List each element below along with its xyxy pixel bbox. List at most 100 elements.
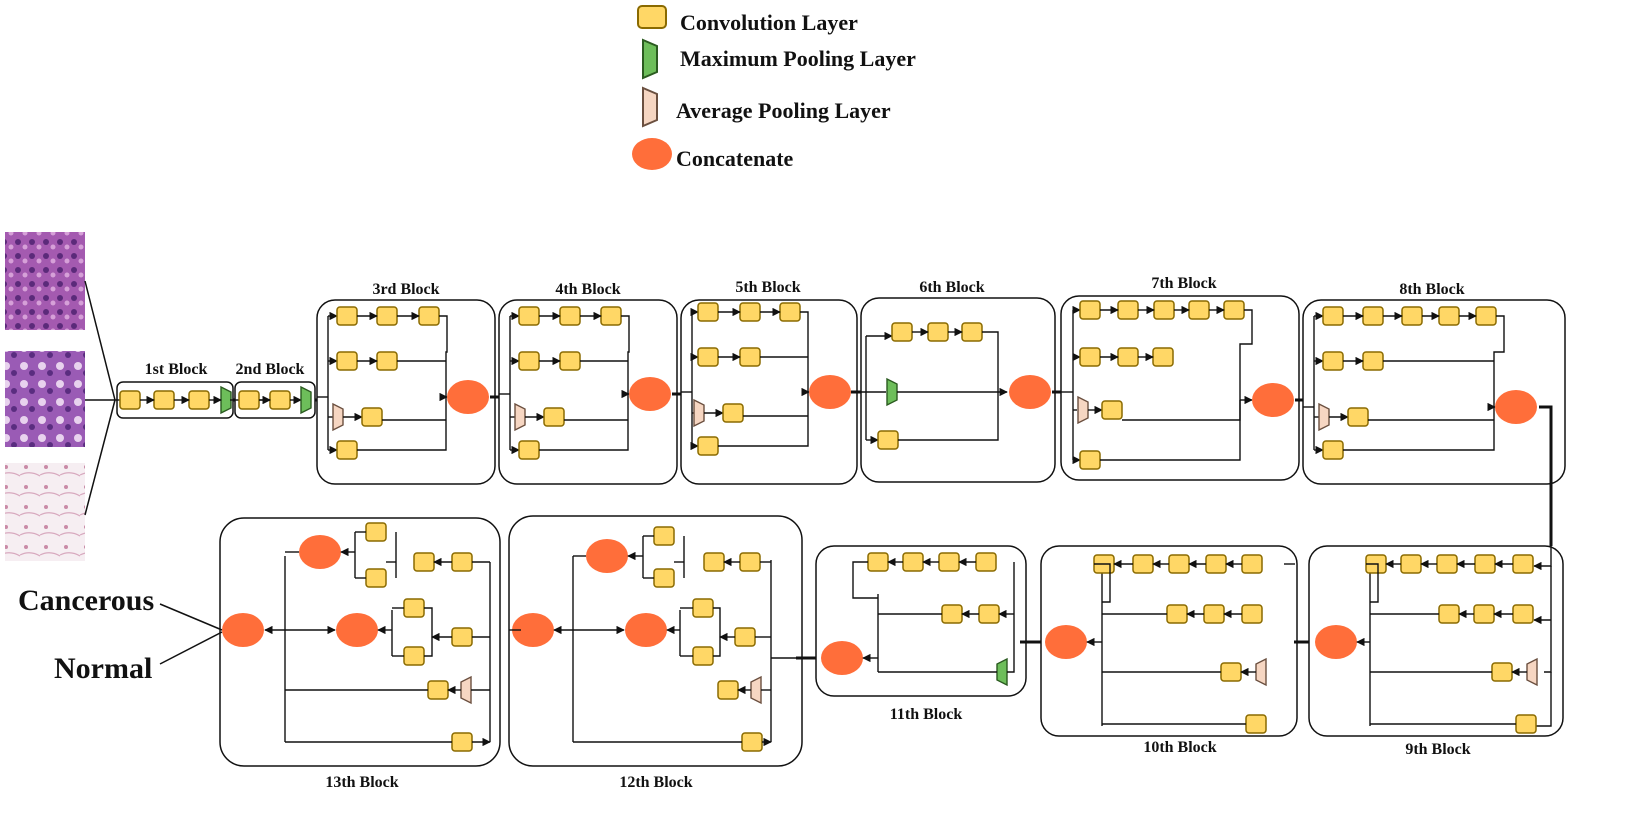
block-3-label: 3rd Block [372, 281, 440, 298]
conv-layer [877, 430, 899, 450]
conv-layer [941, 604, 963, 624]
conv-layer [451, 627, 473, 647]
conv-layer [978, 604, 1000, 624]
block-9-label: 9th Block [1405, 741, 1471, 758]
conv-layer [365, 568, 387, 588]
concatenate-node [821, 641, 863, 675]
concatenate-node [629, 377, 671, 411]
conv-layer [1515, 714, 1537, 734]
conv-layer [717, 680, 739, 700]
conv-layer [365, 522, 387, 542]
connector-line [1094, 563, 1111, 603]
avgpool-layer [514, 402, 526, 432]
conv-layer [1438, 306, 1460, 326]
legend-avgpool-icon [642, 86, 658, 128]
conv-layer [697, 347, 719, 367]
input-connector [84, 399, 116, 516]
concatenate-node [625, 613, 667, 647]
conv-layer [1220, 662, 1242, 682]
conv-layer [867, 552, 889, 572]
output-line-cancerous [159, 603, 223, 631]
conv-layer [1241, 604, 1263, 624]
conv-layer [559, 351, 581, 371]
conv-layer [543, 407, 565, 427]
conv-layer [1153, 300, 1175, 320]
maxpool-layer [886, 377, 898, 407]
connector-line [357, 397, 447, 451]
conv-layer [518, 351, 540, 371]
concatenate-node [336, 613, 378, 647]
connector-line [1366, 563, 1379, 603]
connector-line [1544, 620, 1552, 673]
conv-layer [739, 552, 761, 572]
block-7-label: 7th Block [1151, 275, 1217, 292]
legend-concat-icon [632, 138, 672, 170]
conv-layer [427, 680, 449, 700]
conv-layer [1223, 300, 1245, 320]
concatenate-node [1252, 383, 1294, 417]
block-5-label: 5th Block [735, 279, 801, 296]
connector-line [1493, 315, 1505, 407]
conv-layer [1491, 662, 1513, 682]
conv-layer [1079, 450, 1101, 470]
concatenate-node [1315, 625, 1357, 659]
avgpool-layer [750, 675, 762, 705]
conv-layer [739, 347, 761, 367]
conv-layer [891, 322, 913, 342]
conv-layer [1079, 347, 1101, 367]
block-8-label: 8th Block [1399, 281, 1465, 298]
connector-line [1007, 562, 1015, 673]
block-6-frame [860, 297, 1056, 483]
conv-layer [975, 552, 997, 572]
conv-layer [1400, 554, 1422, 574]
conv-layer [413, 552, 435, 572]
output-line-normal [159, 631, 223, 665]
conv-layer [902, 552, 924, 572]
maxpool-layer [996, 657, 1008, 687]
block-12-frame [508, 515, 803, 767]
input-image-3 [5, 463, 85, 561]
conv-layer [451, 552, 473, 572]
legend-conv-icon [637, 5, 667, 29]
conv-layer [1512, 604, 1534, 624]
conv-layer [376, 306, 398, 326]
connector-line [800, 311, 809, 392]
connector-line [1122, 400, 1241, 421]
conv-layer [376, 351, 398, 371]
legend-conv-label: Convolution Layer [680, 10, 858, 35]
connector-line [982, 331, 999, 392]
conv-layer [734, 627, 756, 647]
conv-layer [559, 306, 581, 326]
conv-layer [703, 552, 725, 572]
conv-layer [1475, 306, 1497, 326]
conv-layer [1117, 347, 1139, 367]
connector-line [1343, 407, 1495, 451]
legend-maxpool-icon [642, 38, 658, 80]
conv-layer [692, 598, 714, 618]
connector-line [539, 394, 629, 451]
concatenate-node [1009, 375, 1051, 409]
conv-layer [1132, 554, 1154, 574]
conv-layer [1401, 306, 1423, 326]
conv-layer [722, 403, 744, 423]
conv-layer [927, 322, 949, 342]
conv-layer [451, 732, 473, 752]
block-2-label: 2nd Block [235, 361, 305, 378]
block-7-frame [1060, 295, 1300, 481]
concatenate-node [1495, 390, 1537, 424]
conv-layer [1362, 351, 1384, 371]
conv-layer [1347, 407, 1369, 427]
conv-layer [1438, 604, 1460, 624]
input-image-2 [5, 351, 85, 447]
conv-layer [418, 306, 440, 326]
conv-layer [1322, 306, 1344, 326]
maxpool-layer [220, 385, 232, 415]
output-cancerous-label: Cancerous [18, 584, 155, 617]
conv-layer [361, 407, 383, 427]
connector-line [898, 392, 999, 441]
block-6-label: 6th Block [919, 279, 985, 296]
block-13-frame [219, 517, 501, 767]
connector-line [439, 315, 448, 397]
conv-layer [336, 351, 358, 371]
conv-layer [1322, 440, 1344, 460]
